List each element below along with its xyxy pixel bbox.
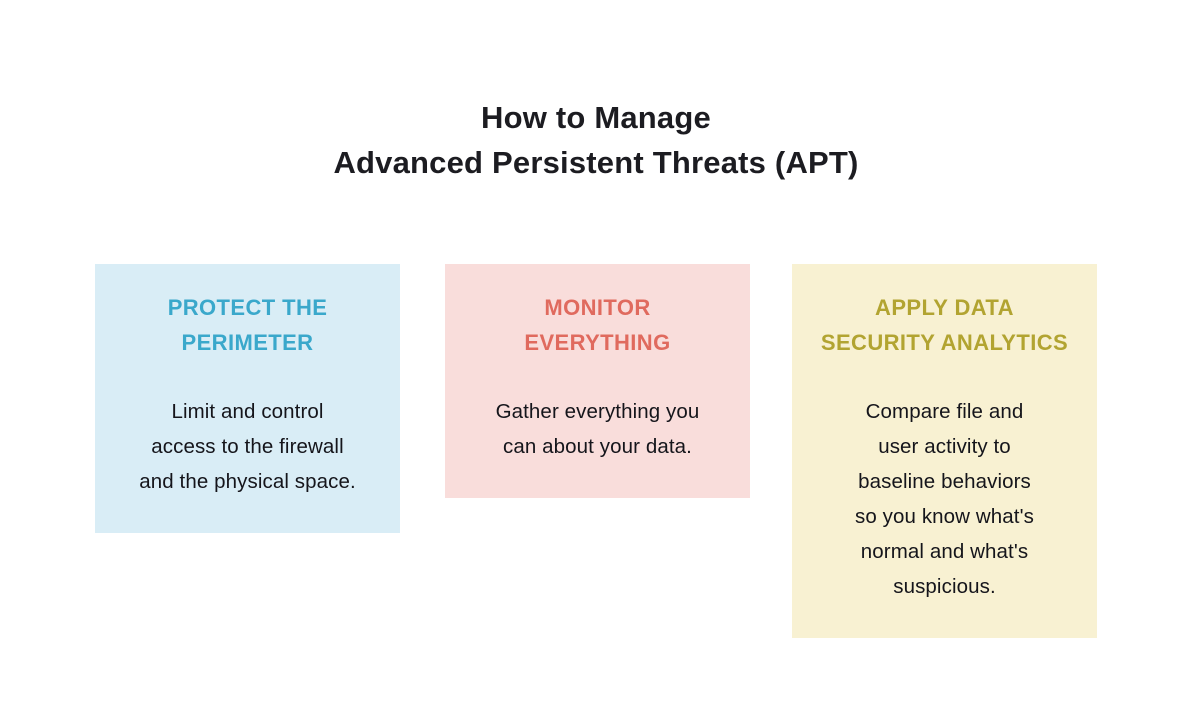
card-body-line: Gather everything you [495, 399, 700, 423]
card-body-line: Limit and control [171, 399, 324, 423]
card-body-line: normal and what's [860, 539, 1029, 563]
card-body-line: baseline behaviors [858, 469, 1031, 493]
card-heading-line: MONITOR [544, 294, 651, 320]
card-heading-line: EVERYTHING [524, 329, 671, 355]
card-monitor-everything: MONITOR EVERYTHING Gather everything you… [445, 263, 750, 498]
card-body-text: Compare file and user activity to baseli… [810, 394, 1079, 604]
card-body-line: Compare file and [865, 399, 1024, 423]
card-body-line: so you know what's [855, 504, 1034, 528]
card-body-line: suspicious. [893, 574, 996, 598]
card-body-line: access to the firewall [151, 434, 344, 458]
card-heading: APPLY DATA SECURITY ANALYTICS [810, 290, 1079, 360]
card-heading-line: PROTECT THE [167, 294, 328, 320]
card-heading: PROTECT THE PERIMETER [113, 290, 382, 360]
card-heading-line: SECURITY ANALYTICS [820, 329, 1069, 355]
card-body-text: Limit and control access to the firewall… [113, 394, 382, 499]
card-body-text: Gather everything you can about your dat… [463, 394, 732, 464]
card-body-line: and the physical space. [139, 469, 356, 493]
cards-row: PROTECT THE PERIMETER Limit and control … [0, 263, 1192, 638]
page-title-line-1: How to Manage [481, 99, 711, 135]
card-body-line: can about your data. [503, 434, 692, 458]
page-title: How to Manage Advanced Persistent Threat… [0, 21, 1192, 185]
card-apply-data-security-analytics: APPLY DATA SECURITY ANALYTICS Compare fi… [792, 263, 1097, 638]
card-heading-line: APPLY DATA [875, 294, 1014, 320]
card-protect-the-perimeter: PROTECT THE PERIMETER Limit and control … [95, 263, 400, 533]
card-heading: MONITOR EVERYTHING [463, 290, 732, 360]
card-body-line: user activity to [878, 434, 1011, 458]
page-title-line-2: Advanced Persistent Threats (APT) [333, 144, 859, 180]
card-heading-line: PERIMETER [181, 329, 314, 355]
infographic-page: How to Manage Advanced Persistent Threat… [0, 20, 1192, 708]
